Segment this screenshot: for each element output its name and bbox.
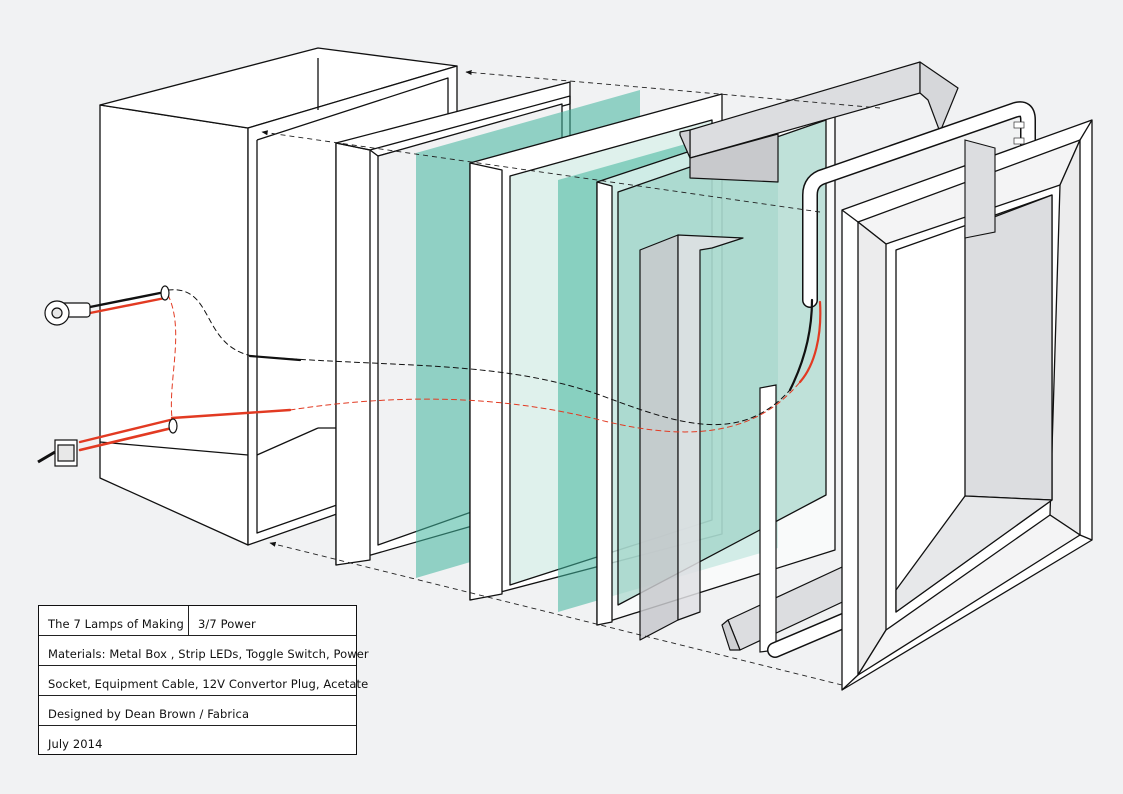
grommet-lower <box>168 418 178 434</box>
front-bevel-frame <box>841 119 1093 691</box>
designer-credit: Designed by Dean Brown / Fabrica <box>48 706 250 721</box>
materials-row-one: Materials: Metal Box , Strip LEDs, Toggl… <box>39 636 369 666</box>
black-cable-solid <box>248 354 302 362</box>
title-row: The 7 Lamps of Making 3/7 Power <box>39 606 356 636</box>
reflector-channel-top <box>679 61 959 183</box>
frame-three <box>596 102 836 626</box>
assembly-arrows <box>261 69 881 686</box>
led-feed-black <box>788 298 814 392</box>
title-block: The 7 Lamps of Making 3/7 Power Material… <box>38 605 369 756</box>
reflector-strip-vertical <box>759 384 777 653</box>
sheet-number: 3/7 Power <box>198 616 256 631</box>
materials-row-two: Socket, Equipment Cable, 12V Convertor P… <box>39 666 368 696</box>
led-feed-red <box>798 300 822 384</box>
designer-row: Designed by Dean Brown / Fabrica <box>39 696 356 726</box>
frame-tab <box>964 139 996 239</box>
red-cable-dashed <box>167 294 801 433</box>
materials-text-one: Materials: Metal Box , Strip LEDs, Toggl… <box>48 646 369 661</box>
date-row: July 2014 <box>39 726 356 756</box>
switch-wires <box>78 426 174 452</box>
box-front-face <box>99 104 249 546</box>
wiring <box>78 289 822 452</box>
reflector-channel-side <box>639 234 744 641</box>
project-title: The 7 Lamps of Making <box>48 616 184 631</box>
toggle-switch-icon <box>37 439 78 467</box>
materials-text-two: Socket, Equipment Cable, 12V Convertor P… <box>48 676 369 691</box>
grommet-upper <box>160 285 170 301</box>
power-socket-icon <box>44 300 91 326</box>
black-cable-dashed <box>167 289 791 426</box>
date-text: July 2014 <box>48 737 103 751</box>
red-cable-solid <box>170 408 292 420</box>
socket-wires <box>83 290 167 310</box>
